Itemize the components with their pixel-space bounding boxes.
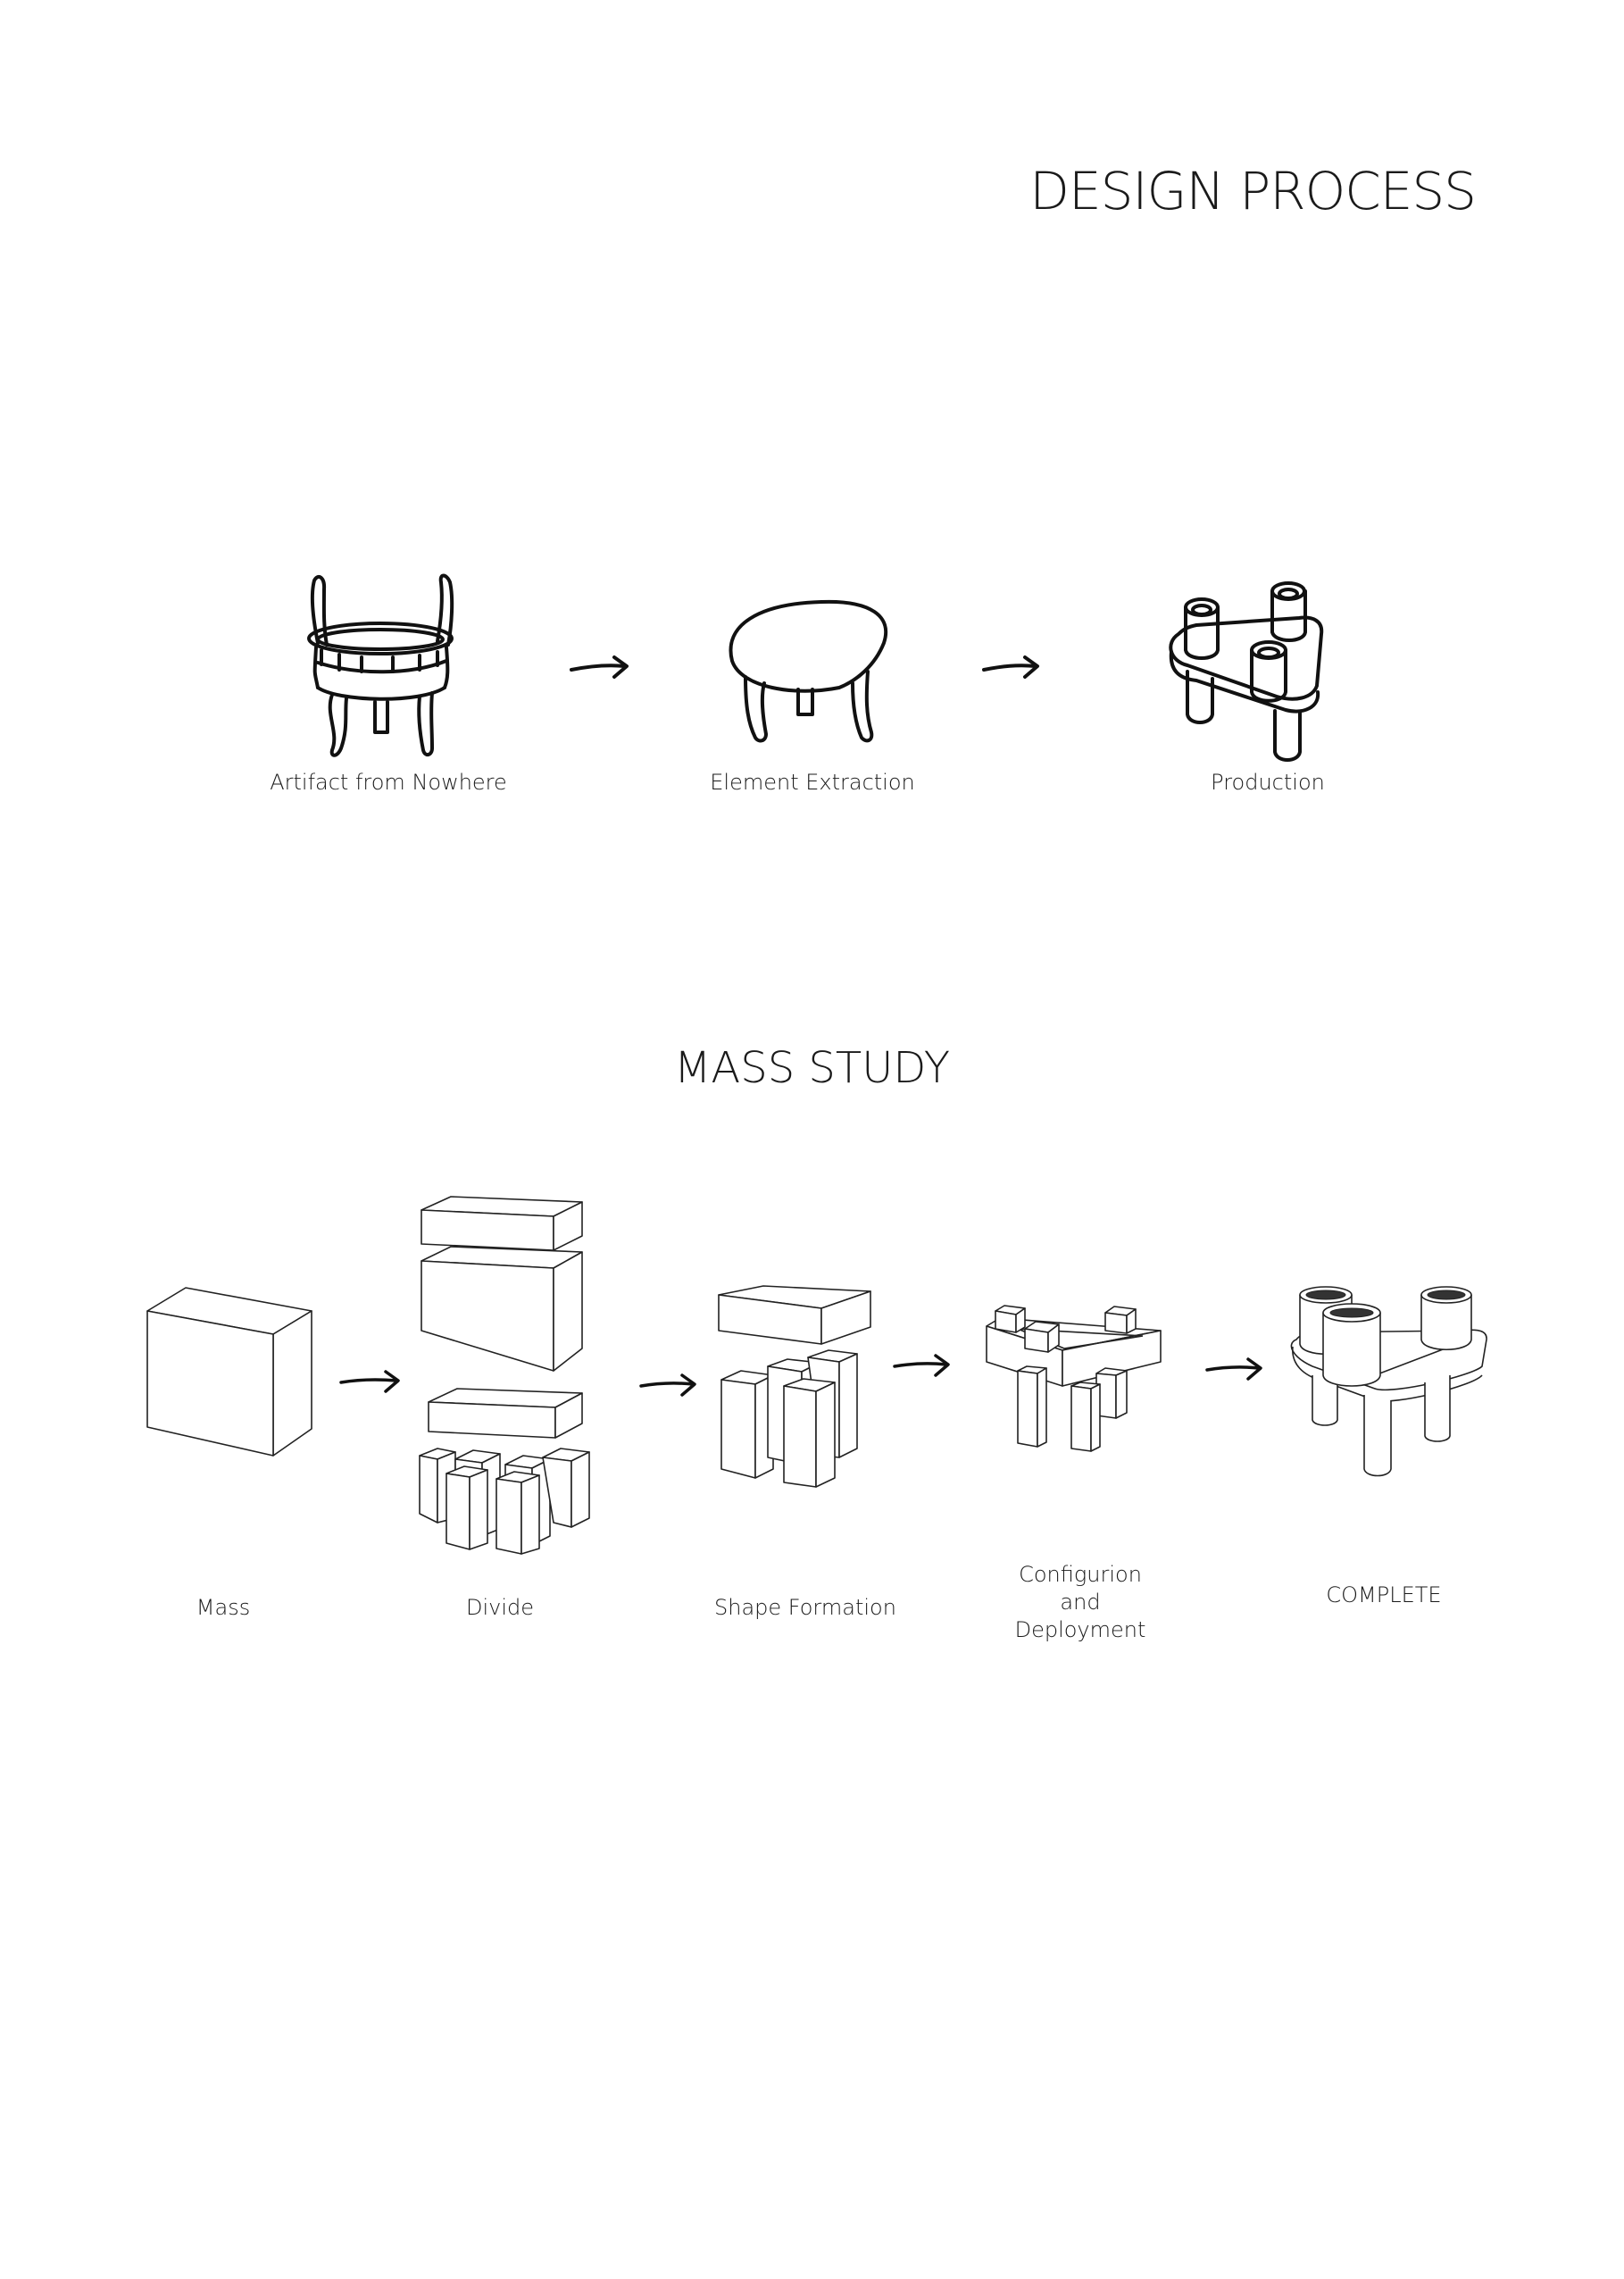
shape-formation-wedge [718,1285,871,1345]
arrow-icon [339,1370,400,1393]
step-caption-complete: COMPLETE [1326,1582,1442,1607]
complete-assembly [1290,1286,1487,1477]
step-caption-element-extraction: Element Extraction [710,770,915,795]
divide-lower-box [421,1246,583,1372]
divide-top-slab [421,1196,583,1251]
arrow-icon [1205,1357,1262,1381]
divide-blocks [419,1448,590,1555]
mass-study-title: MASS STUDY [673,1043,951,1093]
step-caption-artifact: Artifact from Nowhere [270,770,507,795]
arrow-icon [570,655,629,679]
arrow-icon [893,1354,950,1377]
arrow-icon [639,1373,696,1397]
step-caption-mass: Mass [196,1595,251,1620]
production-sketch [1169,581,1324,762]
step-caption-divide: Divide [465,1595,535,1620]
mass-cube [146,1287,312,1457]
element-extraction-sketch [729,599,888,743]
step-caption-shape-formation: Shape Formation [714,1595,896,1620]
arrow-icon [982,655,1039,679]
divide-second-slab [428,1388,583,1439]
shape-formation-columns [720,1349,858,1488]
configuration-assembly [986,1305,1162,1452]
design-process-title: DESIGN PROCESS [1029,161,1477,221]
step-caption-configuration: Configurion and Deployment [1014,1562,1146,1642]
step-caption-production: Production [1211,770,1325,795]
artifact-sketch [307,573,454,757]
